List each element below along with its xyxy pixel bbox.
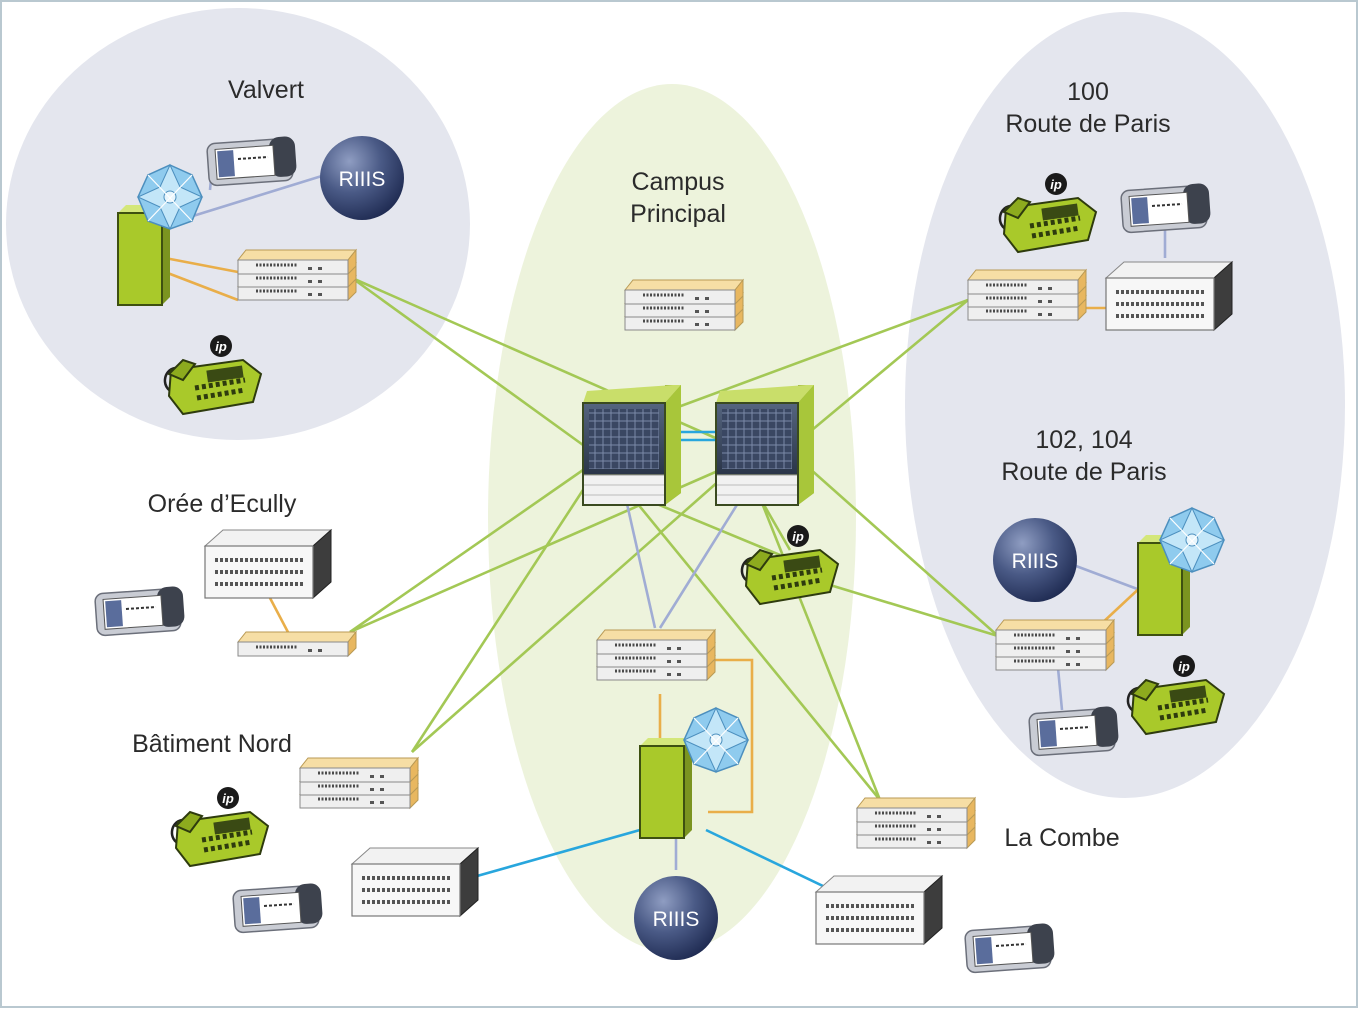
handheld-terminal-icon [963, 921, 1057, 974]
link-router2-campus-switch [658, 499, 742, 629]
site-rp100-devices: ip [968, 173, 1234, 332]
switch-stack-icon [996, 620, 1114, 670]
rack-chassis-icon [203, 528, 333, 600]
switch-stack-icon [238, 250, 356, 300]
link-batiment-router1 [410, 489, 585, 753]
label-batiment-nord: Bâtiment Nord [132, 730, 292, 758]
link-oree-router1 [349, 468, 584, 634]
label-rp100-line1: 100 [1067, 78, 1109, 106]
label-campus-line2: Principal [630, 200, 726, 228]
ip-badge: ip [215, 339, 227, 354]
site-batiment-devices: ip [172, 758, 480, 934]
riiis-label-valvert: RIIIS [339, 168, 386, 191]
link-rp100-router2 [799, 299, 969, 441]
label-oree-ecully: Orée d’Ecully [148, 490, 297, 518]
site-labels: Valvert Campus Principal 100 Route de Pa… [132, 76, 1171, 852]
handheld-terminal-icon [231, 881, 325, 934]
zone-campus-principal [488, 84, 856, 952]
rack-chassis-icon [350, 846, 480, 918]
link-router1-lacombe [626, 491, 882, 801]
firewall-tower-icon [639, 737, 693, 839]
link-router2-lacombe [758, 497, 882, 801]
link-rp102-router2 [799, 459, 999, 637]
handheld-terminal-icon [1119, 181, 1213, 234]
switch-stack-icon [300, 758, 418, 808]
rack-chassis-icon [814, 874, 944, 946]
link-valvert-fw-switch-a [164, 256, 239, 274]
handheld-terminal-icon [93, 584, 187, 637]
network-globe-icon [1159, 507, 1225, 573]
link-valvert-fw-switch-b [164, 270, 239, 302]
switch-stack-icon [236, 630, 358, 658]
riiis-label-campus: RIIIS [653, 908, 700, 931]
link-rp100-router1 [669, 298, 969, 412]
core-router-icon [715, 384, 815, 506]
link-oree-pbx-switch [268, 597, 292, 637]
link-rp102-riiis [1067, 561, 1141, 592]
rack-chassis-icon [1104, 260, 1234, 332]
zone-valvert [6, 8, 470, 440]
link-campus-switch-fw-loop [700, 658, 754, 814]
link-router2-phone [758, 497, 792, 551]
ip-badge: ip [222, 791, 234, 806]
site-campus-devices: ip RIIIS [582, 280, 838, 960]
site-valvert-devices: RIIIS ip [117, 134, 404, 414]
handheld-terminal-icon [205, 134, 299, 187]
riiis-label-rp102: RIIIS [1012, 550, 1059, 573]
label-rp100-line2: Route de Paris [1005, 110, 1170, 138]
link-router1-campus-switch [623, 494, 657, 629]
handheld-terminal-icon [1027, 704, 1121, 757]
switch-stack-icon [597, 630, 715, 680]
label-la-combe: La Combe [1004, 824, 1119, 852]
link-campus-fw-west-pbx [469, 828, 641, 880]
network-globe-icon [683, 707, 749, 773]
ip-badge: ip [792, 529, 804, 544]
switch-stack-icon [968, 270, 1086, 320]
label-valvert: Valvert [228, 76, 304, 104]
link-rp102-pda [1056, 667, 1064, 711]
core-router-icon [582, 384, 682, 506]
link-valvert-router1 [351, 276, 584, 447]
ip-badge: ip [1178, 659, 1190, 674]
link-batiment-router2 [411, 479, 721, 753]
network-globe-icon [137, 164, 203, 230]
label-rp102-line1: 102, 104 [1035, 426, 1132, 454]
label-rp102-line2: Route de Paris [1001, 458, 1166, 486]
site-rp102-devices: RIIIS ip [993, 507, 1225, 757]
link-valvert-riiis [179, 173, 326, 222]
label-campus-line1: Campus [631, 168, 724, 196]
switch-stack-icon [625, 280, 743, 330]
switch-stack-icon [857, 798, 975, 848]
link-rp102-phone [829, 583, 999, 638]
ip-badge: ip [1050, 177, 1062, 192]
